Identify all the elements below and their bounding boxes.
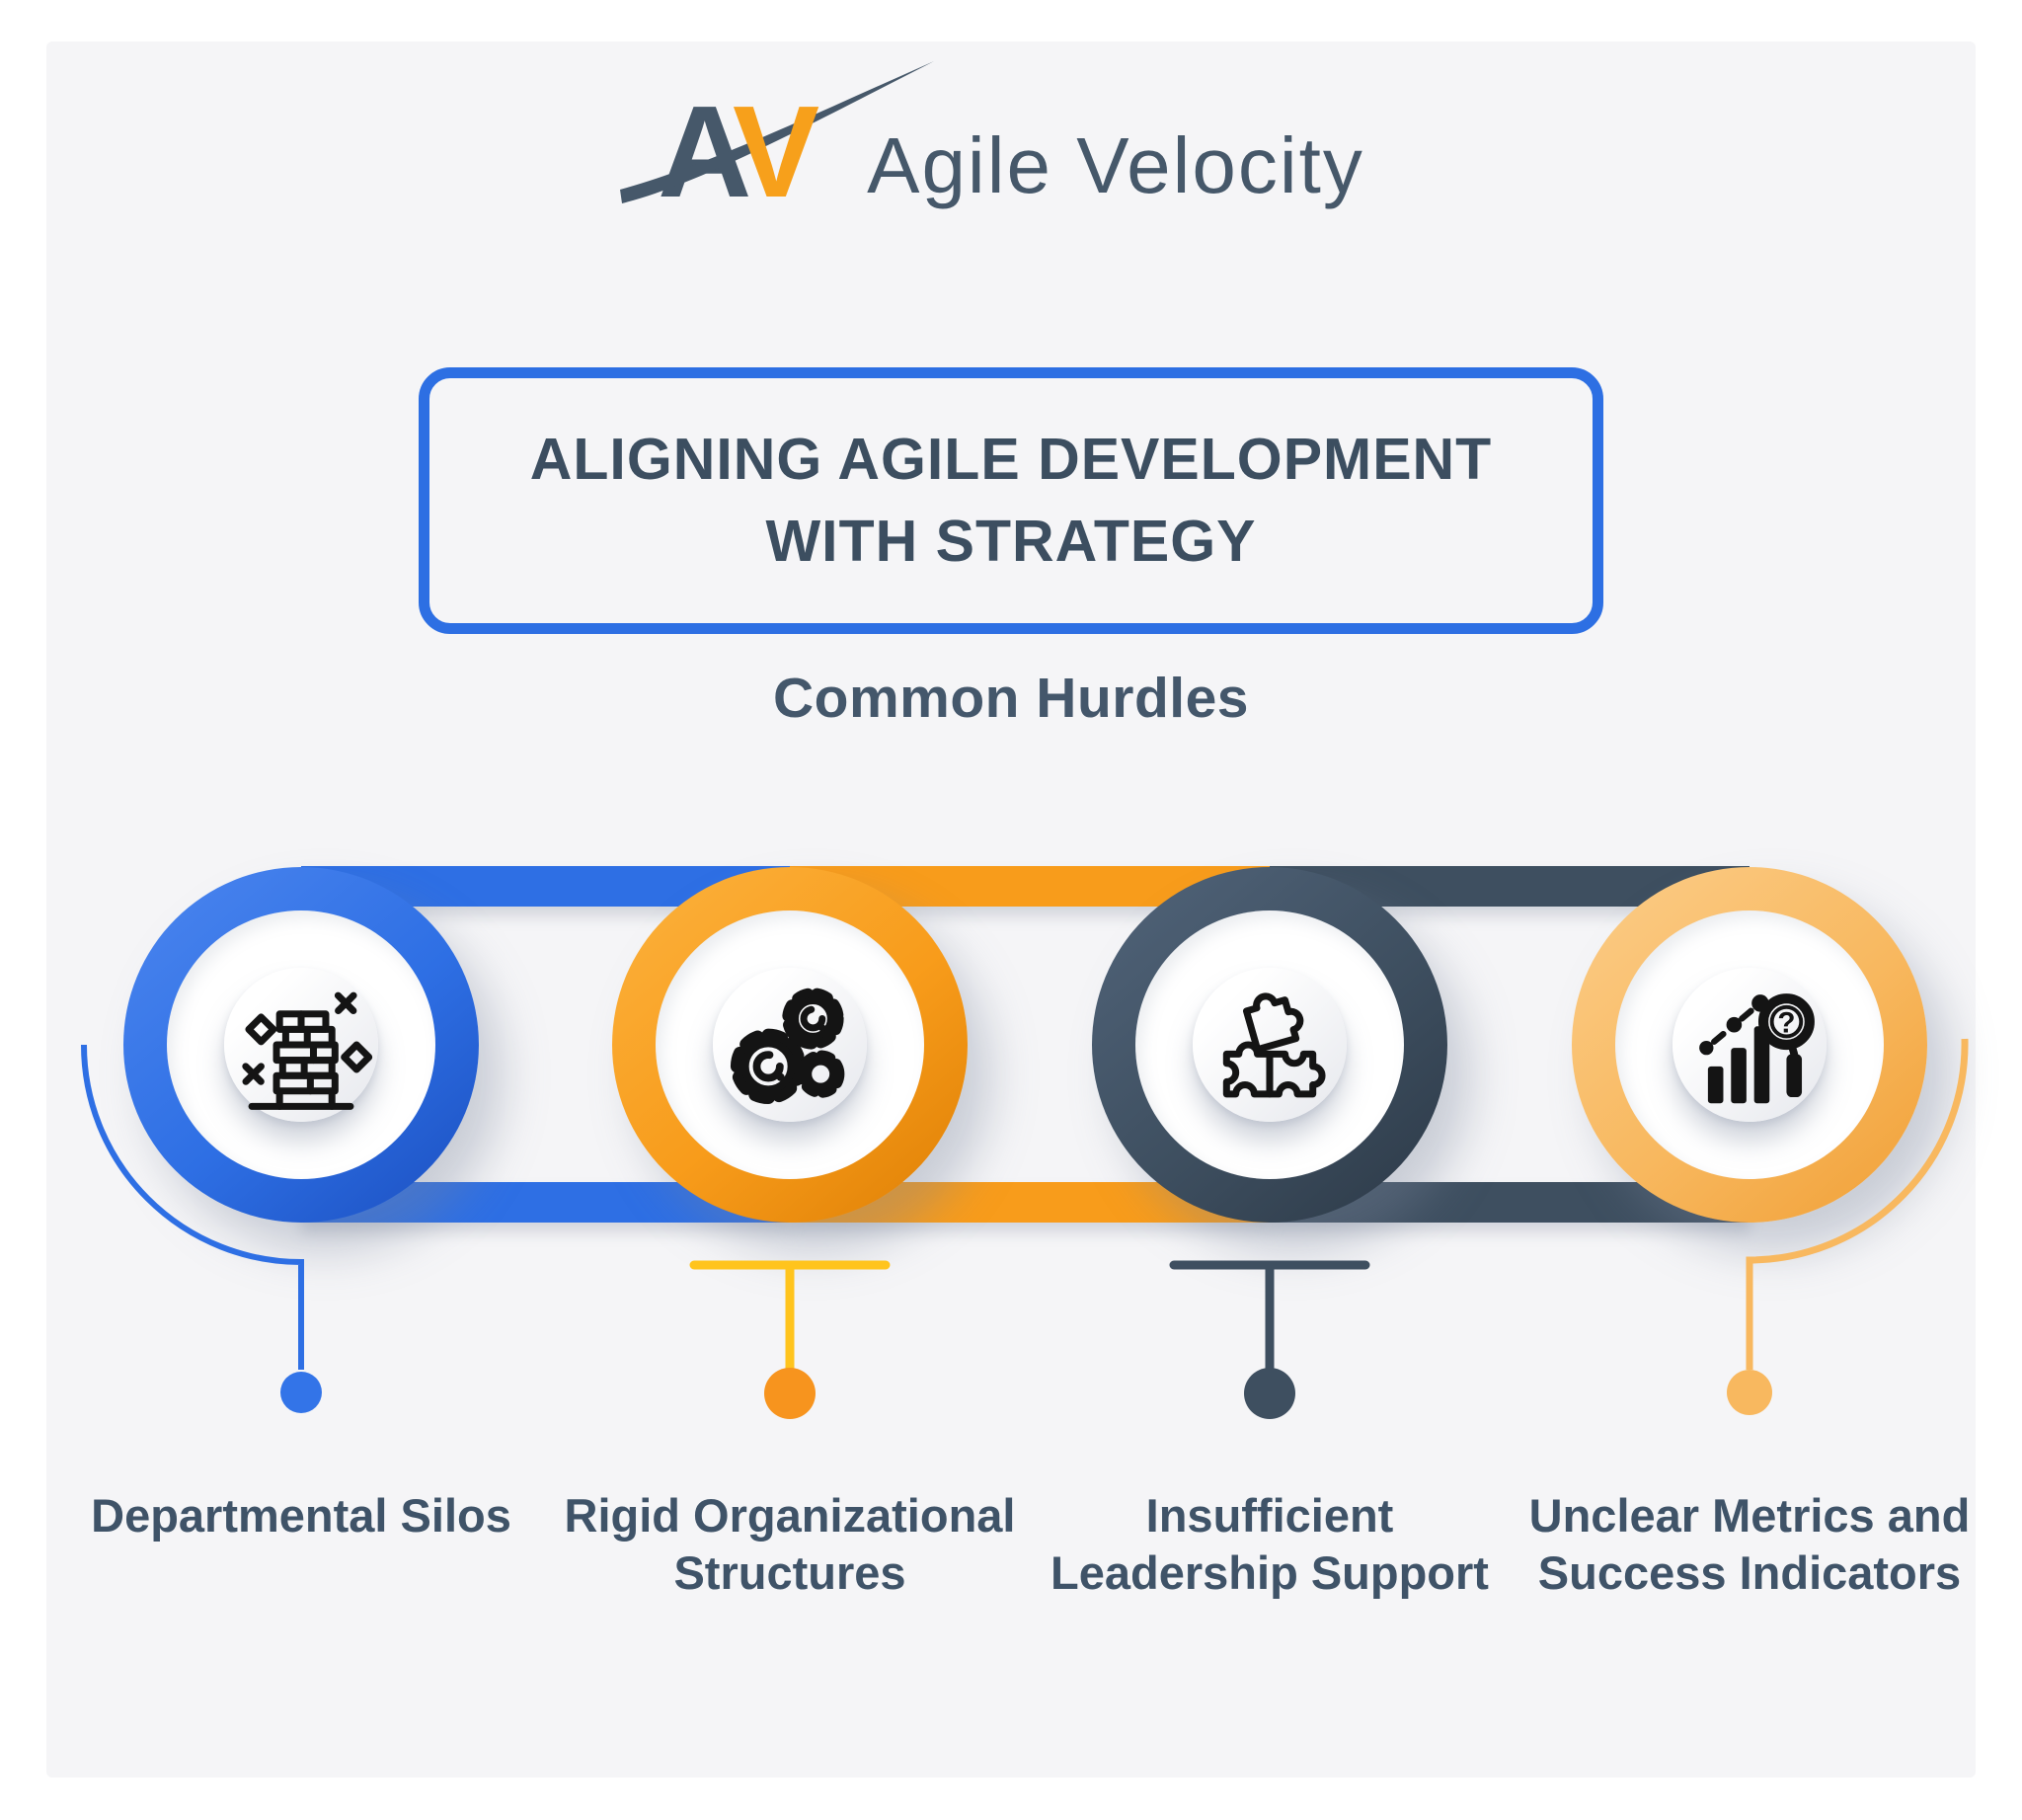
hurdle-label: Rigid Organizational Structures [564,1489,1016,1600]
puzzle-pieces-icon [1222,992,1326,1098]
hurdle-label: Unclear Metrics and Success Indicators [1528,1489,1971,1600]
toppling-bricks-icon [242,991,373,1110]
hurdle-item-4: ? [1572,867,1927,1223]
hurdle-ring [612,867,968,1223]
hurdle-button [1193,968,1347,1122]
agile-velocity-logo: A V Agile Velocity [0,61,2022,224]
svg-text:?: ? [1777,1007,1795,1040]
hurdle-label: Departmental Silos [91,1489,511,1542]
hurdle-inner-disc [656,910,924,1179]
hurdle-button: ? [1672,968,1827,1122]
hurdle-ring [1092,867,1447,1223]
hurdle-inner-disc: ? [1615,910,1884,1179]
hurdle-inner-disc [1135,910,1404,1179]
hurdle-item-1 [123,867,479,1223]
hurdle-button [713,968,867,1122]
logo-swoosh-icon [620,61,935,203]
hurdle-item-3 [1092,867,1447,1223]
title-box: ALIGNING AGILE DEVELOPMENT WITH STRATEGY [419,367,1603,634]
metrics-magnifier-icon: ? [1699,993,1815,1104]
logo-mark: A V [620,61,935,224]
hurdle-ring: ? [1572,867,1927,1223]
subtitle: Common Hurdles [772,667,1250,730]
main-title: ALIGNING AGILE DEVELOPMENT WITH STRATEGY [529,427,1493,574]
hurdle-inner-disc [167,910,435,1179]
hurdle-ring [123,867,479,1223]
brand-name: Agile Velocity [867,121,1364,209]
hurdle-button [224,968,378,1122]
logo-letter-v: V [733,79,820,224]
hurdle-label: Insufficient Leadership Support [1050,1489,1489,1600]
gears-icon [730,988,845,1105]
hurdle-item-2 [612,867,968,1223]
